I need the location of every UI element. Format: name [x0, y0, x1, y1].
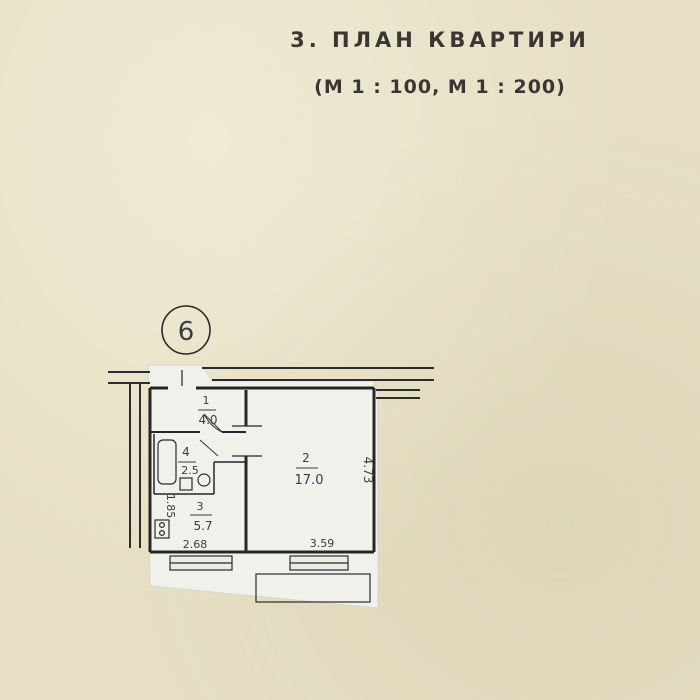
bathroom-fixtures: [157, 439, 211, 491]
apartment-walls: [148, 370, 376, 554]
dimension-bottom-main: 3.59: [310, 537, 335, 550]
dimension-right-wall: 4.73: [361, 457, 375, 484]
document-title: 3. ПЛАН КВАРТИРИ: [290, 28, 590, 52]
bathtub: [157, 439, 177, 485]
plan-paper-overlay: [147, 364, 379, 609]
dimension-kitchen-side: 1.85: [164, 494, 177, 519]
room-4-area: 2.5: [181, 464, 199, 477]
room-2-area: 17.0: [295, 473, 324, 488]
room-3-area: 5.7: [193, 519, 212, 533]
room-2-number: 2: [302, 451, 310, 465]
room-4-number: 4: [182, 445, 190, 459]
room-3-number: 3: [197, 500, 204, 513]
room-1-number: 1: [203, 394, 210, 407]
room-1-area: 4.0: [198, 413, 217, 427]
toilet: [197, 473, 211, 487]
windows: [169, 555, 371, 603]
door-swings: [199, 413, 223, 457]
sink: [179, 477, 193, 491]
building-walls: [108, 367, 434, 548]
apartment-number: 6: [178, 317, 195, 347]
kitchen-stove: [154, 519, 170, 539]
dimension-bottom-kitchen: 2.68: [183, 538, 208, 551]
apartment-number-circle: [161, 305, 211, 355]
scale-label: (М 1 : 100, М 1 : 200): [314, 76, 566, 98]
